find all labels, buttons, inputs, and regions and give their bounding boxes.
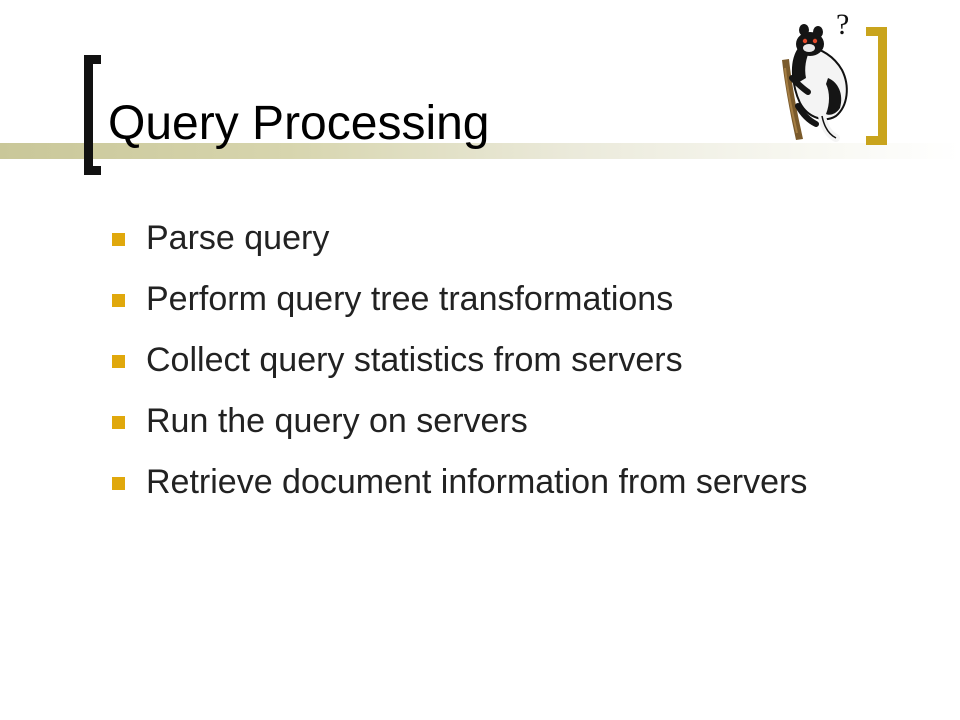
square-bullet-icon: [112, 233, 125, 246]
square-bullet-icon: [112, 294, 125, 307]
bullet-item-collect-statistics: Collect query statistics from servers: [112, 338, 872, 382]
bullet-item-query-tree-transformations: Perform query tree transformations: [112, 277, 872, 321]
square-bullet-icon: [112, 355, 125, 368]
bullet-item-retrieve-document-information: Retrieve document information from serve…: [112, 460, 872, 504]
square-bullet-icon: [112, 416, 125, 429]
lemur-icon: ?: [782, 8, 849, 142]
bullet-text: Run the query on servers: [146, 402, 528, 440]
left-bracket-decoration: [84, 55, 101, 175]
right-bracket-decoration: [866, 27, 887, 145]
square-bullet-icon: [112, 477, 125, 490]
bullet-text: Parse query: [146, 219, 330, 257]
title-band: [0, 143, 960, 159]
bullet-item-parse-query: Parse query: [112, 216, 872, 260]
bullet-text: Retrieve document information from serve…: [146, 463, 808, 501]
slide-title: Query Processing: [108, 97, 490, 150]
bullet-item-run-query: Run the query on servers: [112, 399, 872, 443]
bullet-text: Collect query statistics from servers: [146, 341, 683, 379]
bullet-list: Parse query Perform query tree transform…: [112, 216, 872, 521]
bullet-text: Perform query tree transformations: [146, 280, 674, 318]
question-mark: ?: [836, 8, 849, 41]
